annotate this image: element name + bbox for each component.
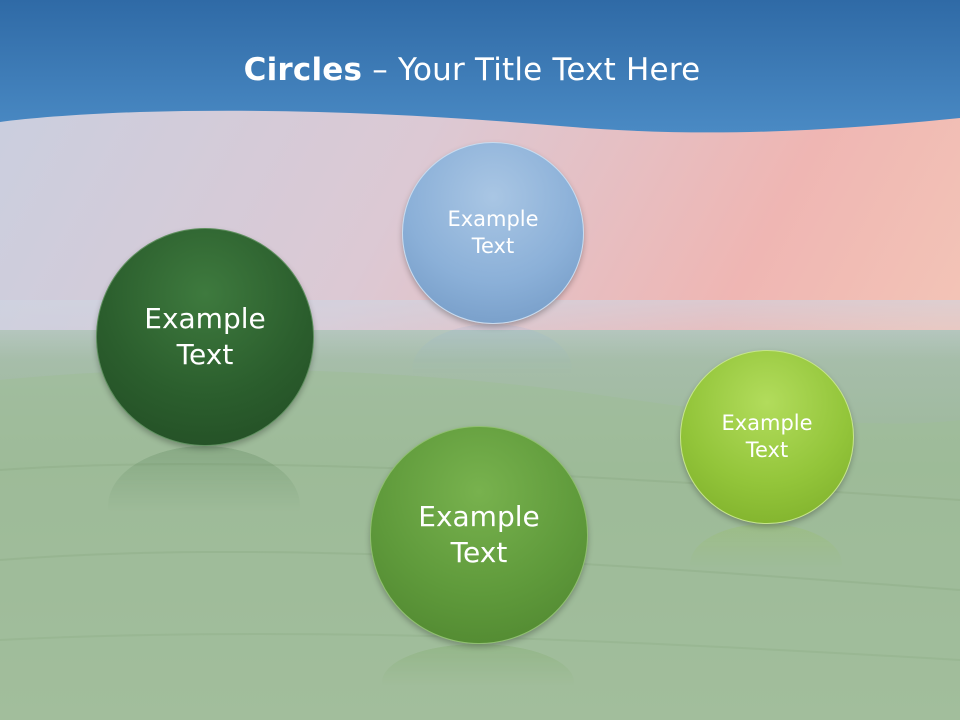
circle-lime[interactable]: Example Text bbox=[680, 350, 854, 524]
circle-label: Example Text bbox=[721, 410, 812, 465]
circle-reflection bbox=[690, 524, 842, 604]
circle-label: Example Text bbox=[418, 499, 539, 572]
circle-label: Example Text bbox=[447, 206, 538, 261]
title-bold: Circles bbox=[243, 52, 363, 88]
circle-label: Example Text bbox=[144, 301, 265, 374]
circle-line1: Example bbox=[144, 301, 266, 335]
circle-line1: Example bbox=[447, 206, 539, 231]
circle-reflection bbox=[382, 644, 574, 720]
title-rest: – Your Title Text Here bbox=[362, 52, 701, 88]
circle-line2: Text bbox=[471, 234, 515, 258]
circle-reflection bbox=[108, 446, 300, 566]
circle-line2: Text bbox=[176, 338, 234, 371]
slide-title: Circles – Your Title Text Here bbox=[0, 52, 944, 88]
circle-blue[interactable]: Example Text bbox=[402, 142, 584, 324]
circle-dark-green[interactable]: Example Text bbox=[96, 228, 314, 446]
circle-reflection bbox=[412, 324, 572, 414]
circle-line1: Example bbox=[418, 499, 540, 533]
circle-line1: Example bbox=[721, 410, 813, 435]
circle-green[interactable]: Example Text bbox=[370, 426, 588, 644]
circle-line2: Text bbox=[745, 438, 789, 462]
circle-line2: Text bbox=[450, 536, 508, 569]
